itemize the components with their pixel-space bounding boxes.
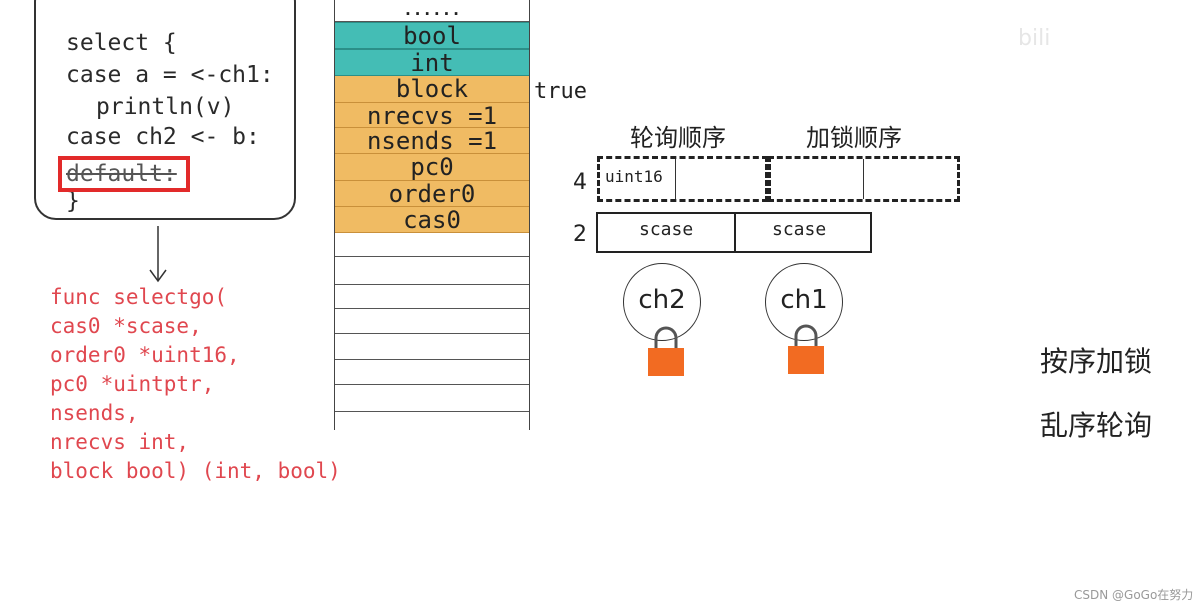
lock-icon <box>788 324 824 374</box>
stack-cell-int: int <box>334 49 530 76</box>
func-line: nsends, <box>50 401 139 425</box>
scase-label: scase <box>639 219 694 240</box>
scase-label: scase <box>772 219 827 240</box>
stack-ellipsis: ...... <box>334 0 530 22</box>
func-line: pc0 *uintptr, <box>50 372 215 396</box>
uint16-label: uint16 <box>605 167 663 186</box>
lock-icon <box>648 326 684 376</box>
code-line-case-a: case a = <-ch1: <box>66 62 274 88</box>
poll-order-header: 轮询顺序 <box>630 124 726 152</box>
stack-cell-empty <box>334 233 530 257</box>
scase-divider <box>734 214 736 251</box>
lock-order-header: 加锁顺序 <box>806 124 902 152</box>
bilibili-watermark: bili <box>1018 26 1051 51</box>
func-line: nrecvs int, <box>50 430 190 454</box>
stack-cell-pc0: pc0 <box>334 154 530 181</box>
row-label-2: 2 <box>573 222 587 247</box>
func-line: func selectgo( <box>50 285 228 309</box>
func-line: block bool) (int, bool) <box>50 459 341 483</box>
down-arrow-icon <box>149 226 167 283</box>
stack-diagram: ...... bool int block nrecvs =1 nsends =… <box>334 0 530 430</box>
lock-order-box <box>768 156 960 202</box>
stack-cell-nrecvs: nrecvs =1 <box>334 103 530 129</box>
func-line: cas0 *scase, <box>50 314 202 338</box>
code-line-case-ch2: case ch2 <- b: <box>66 124 260 150</box>
cell-divider <box>675 159 676 199</box>
block-value-label: true <box>534 79 587 104</box>
poll-order-box <box>597 156 768 202</box>
code-line-select: select { <box>66 30 177 56</box>
code-line-println: println(v) <box>96 94 235 120</box>
lock-in-order-note: 按序加锁 <box>1040 345 1153 378</box>
cell-divider <box>863 159 864 199</box>
poll-random-order-note: 乱序轮询 <box>1040 409 1153 442</box>
channel-ch1: ch1 <box>765 263 843 341</box>
stack-cell-bool: bool <box>334 22 530 49</box>
stack-cell-block: block <box>334 76 530 103</box>
row-label-4: 4 <box>573 170 587 195</box>
default-highlight-box <box>58 156 190 192</box>
stack-cell-empty <box>334 360 530 385</box>
stack-cell-empty <box>334 385 530 412</box>
stack-cell-empty <box>334 309 530 334</box>
scase-array <box>596 212 872 253</box>
stack-cell-empty <box>334 285 530 309</box>
func-line: order0 *uint16, <box>50 343 240 367</box>
code-line-default: default: <box>66 159 177 189</box>
stack-left-border <box>334 0 335 430</box>
code-line-close: } <box>66 188 80 214</box>
code-card <box>34 0 296 220</box>
source-credit: CSDN @GoGo在努力 <box>1074 588 1194 602</box>
stack-right-border <box>529 0 530 430</box>
stack-cell-cas0: cas0 <box>334 207 530 233</box>
stack-cell-empty <box>334 257 530 285</box>
default-text: default: <box>66 161 177 187</box>
stack-cell-order0: order0 <box>334 181 530 207</box>
stack-cell-nsends: nsends =1 <box>334 128 530 154</box>
stack-cell-empty <box>334 334 530 360</box>
